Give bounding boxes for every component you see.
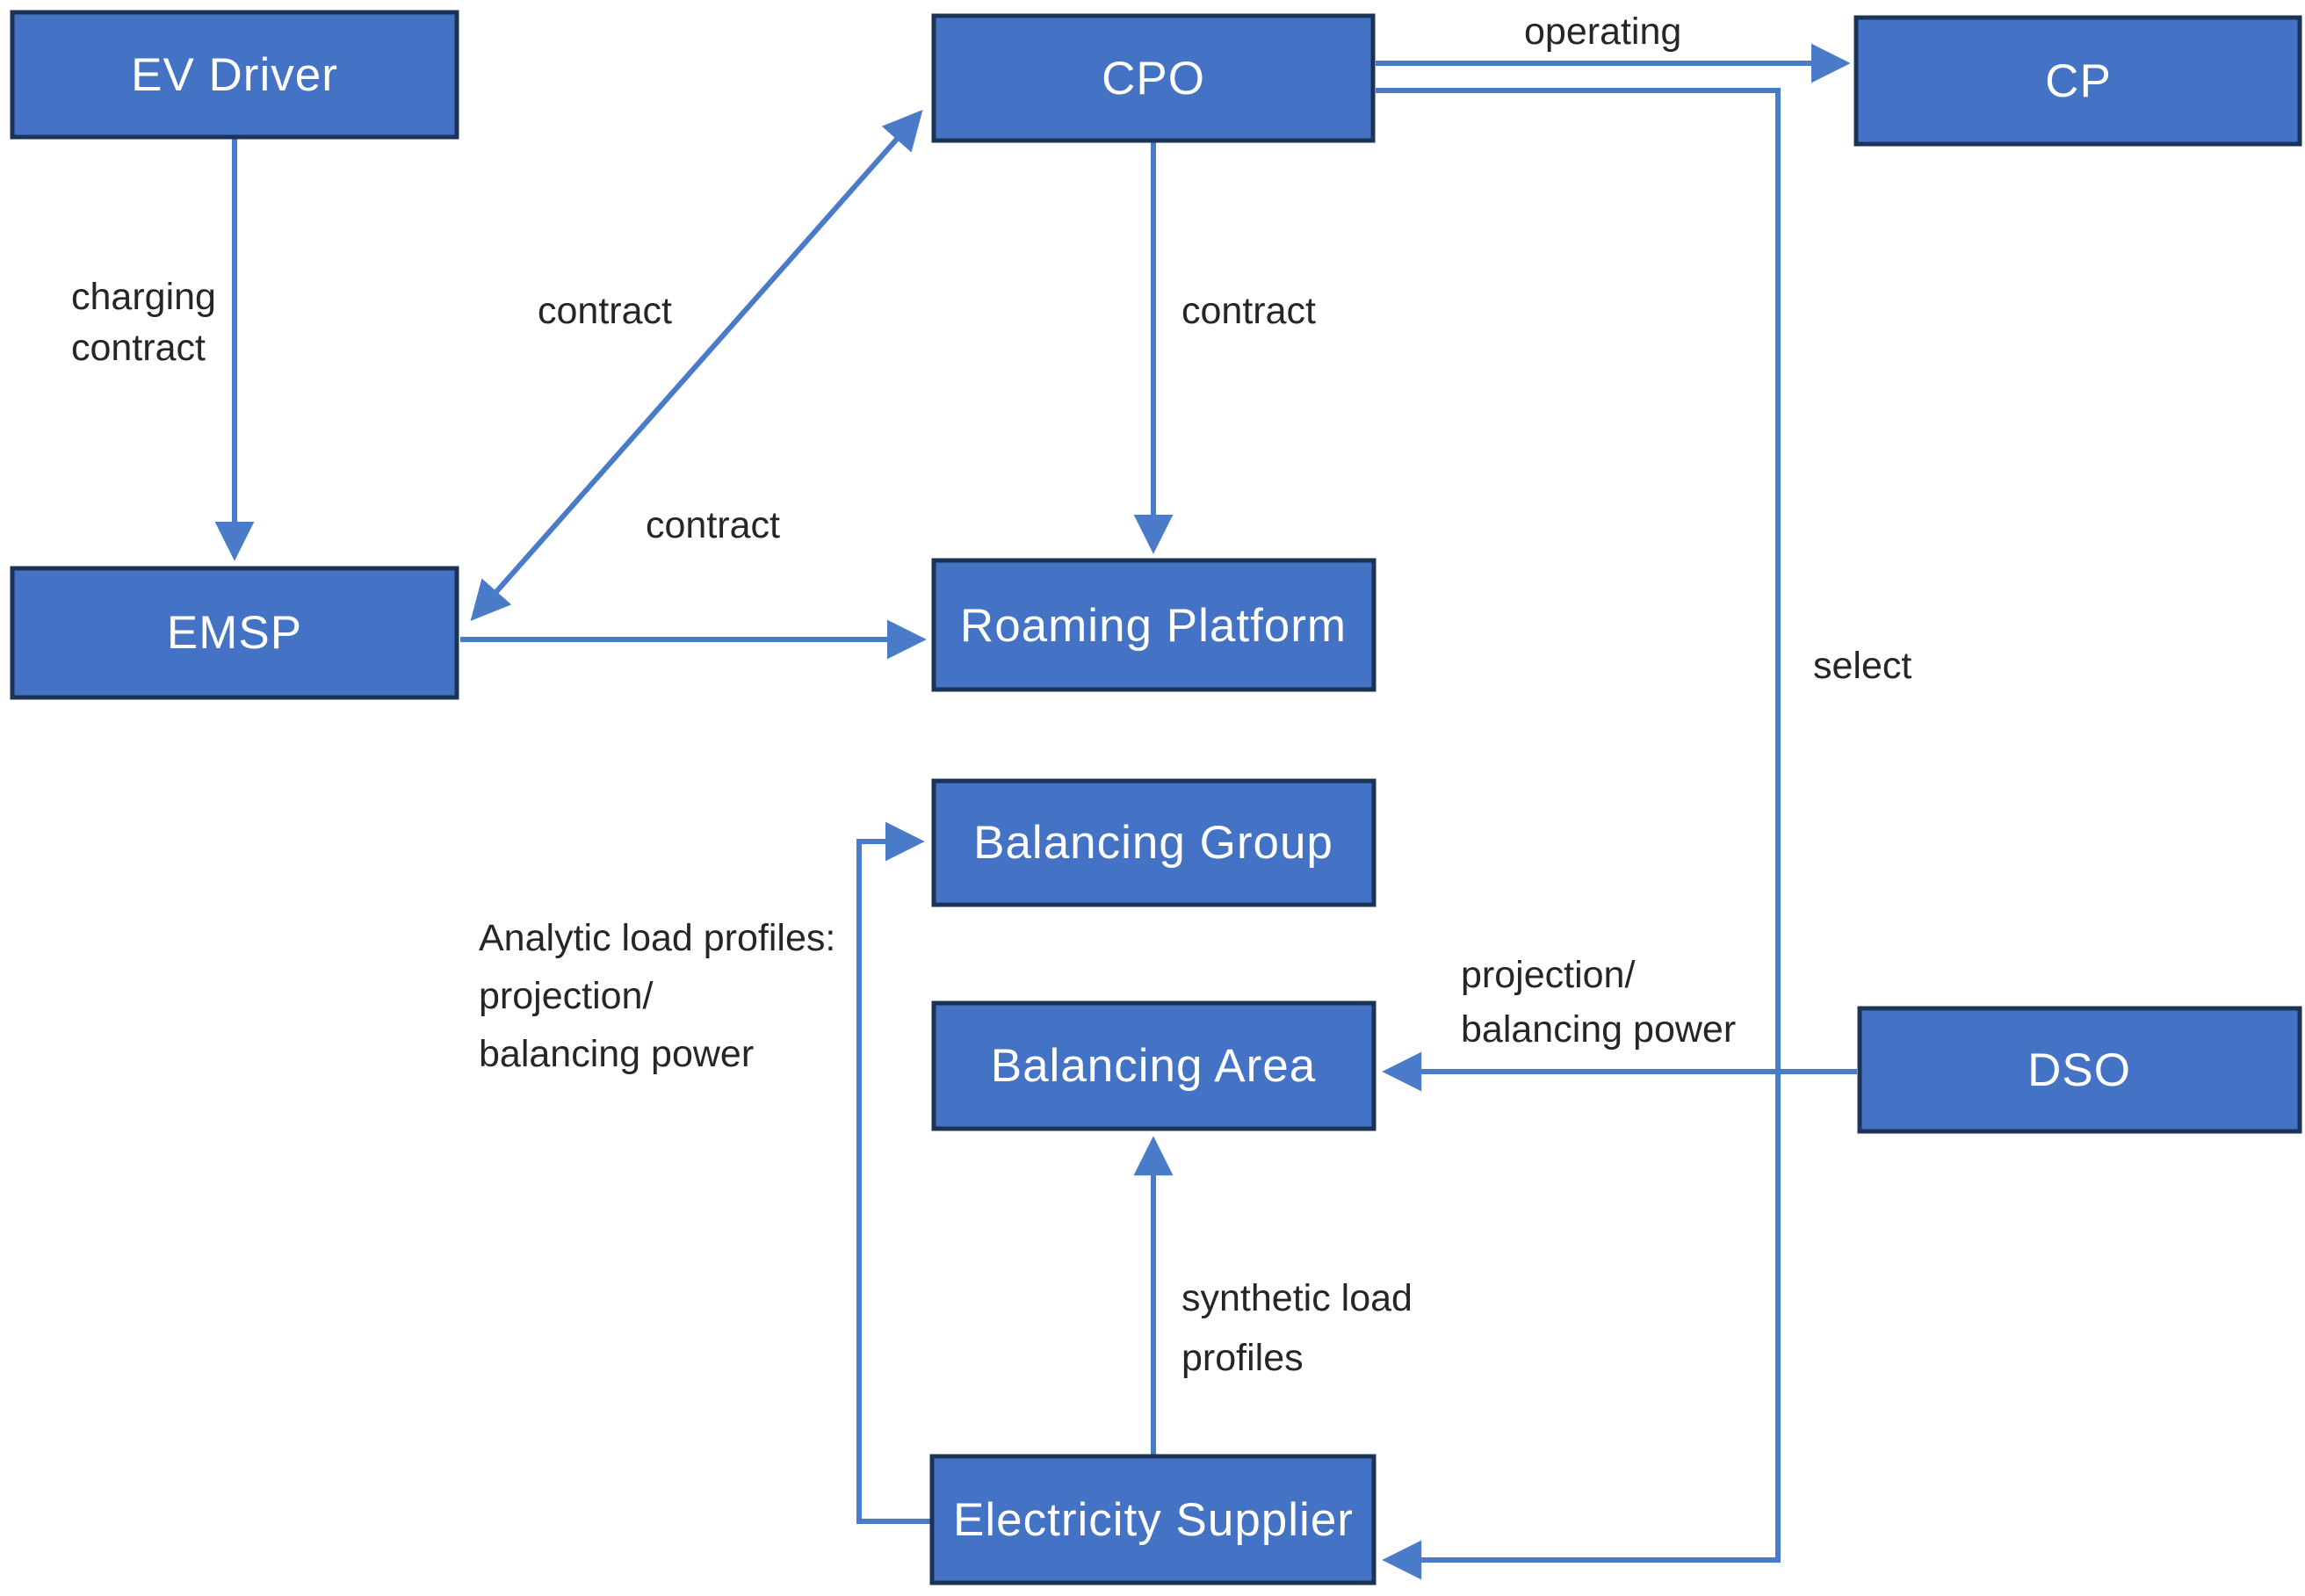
edge-electricity-supplier-to-balancing-group: Analytic load profiles: projection/ bala… bbox=[479, 821, 932, 1524]
edge-label-contract-diagonal: contract bbox=[538, 290, 672, 332]
edge-cpo-to-cp-operating: operating bbox=[1376, 11, 1851, 83]
node-label-emsp: EMSP bbox=[167, 607, 302, 659]
node-electricity-supplier: Electricity Supplier bbox=[929, 1454, 1376, 1585]
node-balancing-group: Balancing Group bbox=[931, 778, 1376, 907]
edge-ev-driver-to-emsp: charging contract bbox=[71, 139, 255, 561]
edge-label-analytic-line2: projection/ bbox=[479, 975, 653, 1017]
edge-label-contract-emsp-roaming: contract bbox=[646, 504, 780, 546]
edge-dso-to-balancing-area: projection/ balancing power bbox=[1382, 954, 1857, 1092]
node-cp: CP bbox=[1853, 15, 2302, 147]
edge-label-contract-cpo-roaming: contract bbox=[1181, 290, 1316, 332]
edge-label-analytic-line1: Analytic load profiles: bbox=[479, 917, 835, 959]
edge-label-projection-line1: projection/ bbox=[1461, 954, 1635, 996]
edge-label-analytic-line3: balancing power bbox=[479, 1033, 754, 1075]
node-cpo: CPO bbox=[931, 13, 1376, 143]
edge-label-synthetic-line1: synthetic load bbox=[1181, 1277, 1413, 1319]
node-label-electricity-supplier: Electricity Supplier bbox=[953, 1494, 1354, 1546]
node-emsp: EMSP bbox=[10, 566, 459, 700]
edge-emsp-cpo-contract: contract bbox=[470, 109, 923, 622]
edge-cpo-to-roaming-platform: contract bbox=[1133, 141, 1316, 554]
node-label-balancing-area: Balancing Area bbox=[991, 1040, 1317, 1092]
node-label-dso: DSO bbox=[2027, 1044, 2131, 1096]
edge-label-charging-contract-line1: charging bbox=[71, 276, 216, 318]
edge-label-operating: operating bbox=[1524, 11, 1681, 53]
edge-cpo-to-electricity-supplier-select: select bbox=[1376, 88, 1911, 1580]
node-label-balancing-group: Balancing Group bbox=[973, 817, 1333, 869]
edge-electricity-supplier-to-balancing-area: synthetic load profiles bbox=[1133, 1136, 1413, 1455]
edge-label-synthetic-line2: profiles bbox=[1181, 1337, 1304, 1379]
node-label-cp: CP bbox=[2045, 55, 2112, 107]
node-balancing-area: Balancing Area bbox=[931, 1000, 1376, 1131]
node-dso: DSO bbox=[1857, 1006, 2302, 1134]
edge-emsp-to-roaming-platform: contract bbox=[460, 504, 927, 660]
node-label-roaming-platform: Roaming Platform bbox=[960, 600, 1347, 652]
node-label-cpo: CPO bbox=[1102, 53, 1205, 105]
edge-label-select: select bbox=[1813, 645, 1911, 687]
node-ev-driver: EV Driver bbox=[10, 10, 459, 140]
node-roaming-platform: Roaming Platform bbox=[931, 558, 1376, 692]
node-label-ev-driver: EV Driver bbox=[131, 49, 338, 101]
edge-label-charging-contract-line2: contract bbox=[71, 327, 206, 369]
edge-label-projection-line2: balancing power bbox=[1461, 1008, 1736, 1051]
